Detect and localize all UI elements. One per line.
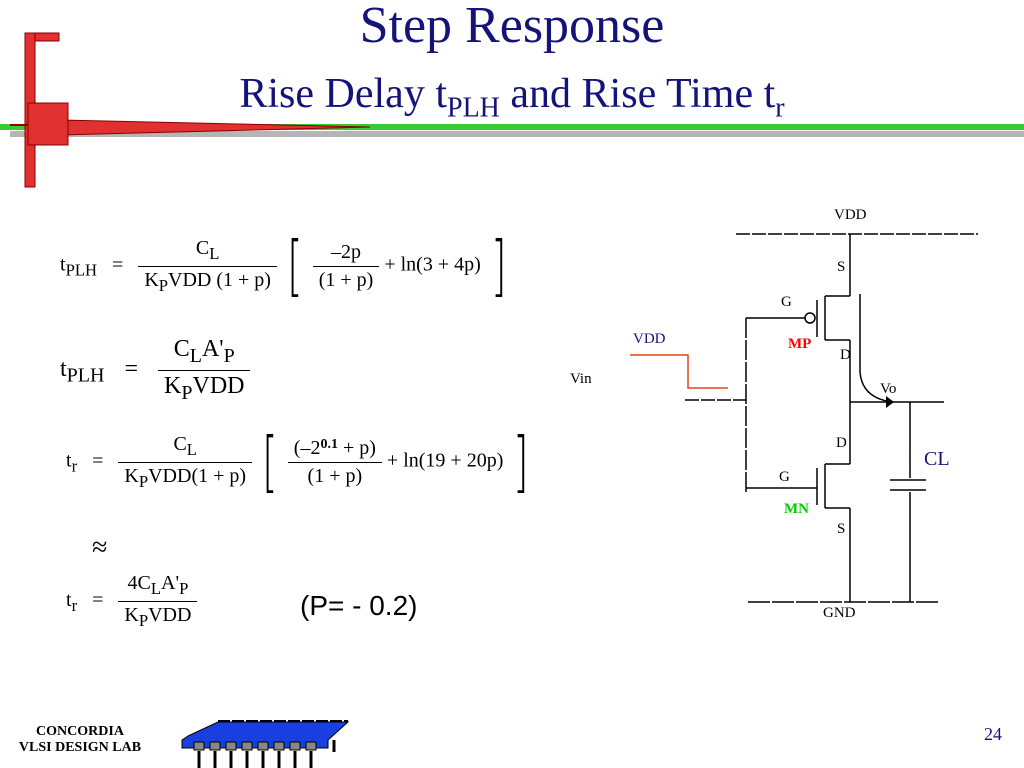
page-number: 24 [984, 724, 1002, 744]
label-g-bottom: G [779, 469, 790, 485]
fraction-cl-over-kpvdd: CL KPVDD (1 + p) [138, 237, 277, 296]
slide-title: Step Response [359, 0, 665, 54]
footer-line-vlsi: VLSI DESIGN LAB [18, 740, 142, 755]
input-step-waveform [630, 354, 728, 389]
equation-tr-approx: tr = 4CLA'P KPVDD [66, 572, 198, 631]
label-d-bottom: D [836, 435, 847, 451]
label-gnd: GND [823, 605, 856, 621]
grey-rule-shadow [10, 131, 1024, 137]
label-mn: MN [784, 501, 809, 517]
slide-subtitle: Rise Delay tPLH and Rise Time tr [239, 71, 785, 124]
label-g-top: G [781, 294, 792, 310]
footer-line-concordia: CONCORDIA [36, 724, 124, 739]
red-t-block [27, 102, 69, 146]
label-vin: Vin [570, 371, 592, 387]
header-decoration [0, 32, 1024, 188]
label-cl: CL [924, 448, 950, 470]
green-rule [0, 124, 1024, 130]
chip-logo [181, 720, 350, 768]
approx-symbol: ≈ [92, 532, 108, 563]
fraction-minus2p: –2p (1 + p) [312, 241, 380, 292]
label-vo: Vo [880, 381, 896, 397]
label-vdd-in: VDD [633, 331, 666, 347]
equation-tplh-approx: tPLH = CLA'P KPVDD [60, 336, 251, 405]
footer-lab-name: CONCORDIA VLSI DESIGN LAB [0, 724, 160, 756]
cmos-inverter-circuit: VDD S G MP D VDD Vin Vo D CL G MN S GND [570, 207, 978, 621]
label-mp: MP [788, 336, 811, 352]
equation-tplh-full: tPLH = CL KPVDD (1 + p) [ –2p (1 + p) + … [60, 227, 507, 304]
equation-tr-full: tr = CL KPVDD(1 + p) [ (–20.1 + p) (1 + … [66, 423, 529, 500]
label-s-bottom: S [837, 521, 845, 537]
label-d-top: D [840, 347, 851, 363]
label-s-top: S [837, 259, 845, 275]
mp-gate-bubble [804, 312, 816, 324]
label-vdd-top: VDD [834, 207, 867, 223]
p-value-note: (P= - 0.2) [300, 590, 418, 621]
